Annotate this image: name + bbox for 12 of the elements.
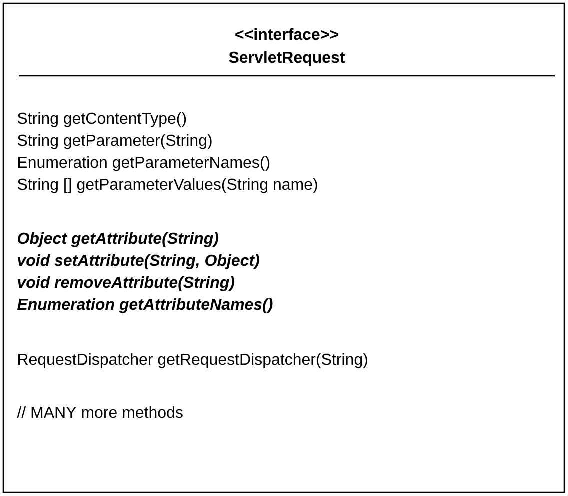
method-signature: String [] getParameterValues(String name): [18, 178, 318, 194]
method-signature: Enumeration getAttributeNames(): [17, 298, 273, 314]
method-signature: String getParameter(String): [18, 134, 212, 150]
stereotype-label: <<interface>>: [236, 28, 338, 40]
method-signature: String getContentType(): [18, 112, 186, 128]
class-name: ServletRequest: [229, 51, 346, 66]
comment-text: // MANY more methods: [17, 406, 183, 418]
method-signature: Object getAttribute(String): [18, 232, 218, 248]
method-signature: RequestDispatcher getRequestDispatcher(String): [18, 353, 368, 368]
method-signature: void removeAttribute(String): [18, 276, 234, 292]
method-signature: Enumeration getParameterNames(): [18, 156, 270, 172]
method-signature: void setAttribute(String, Object): [18, 254, 260, 270]
